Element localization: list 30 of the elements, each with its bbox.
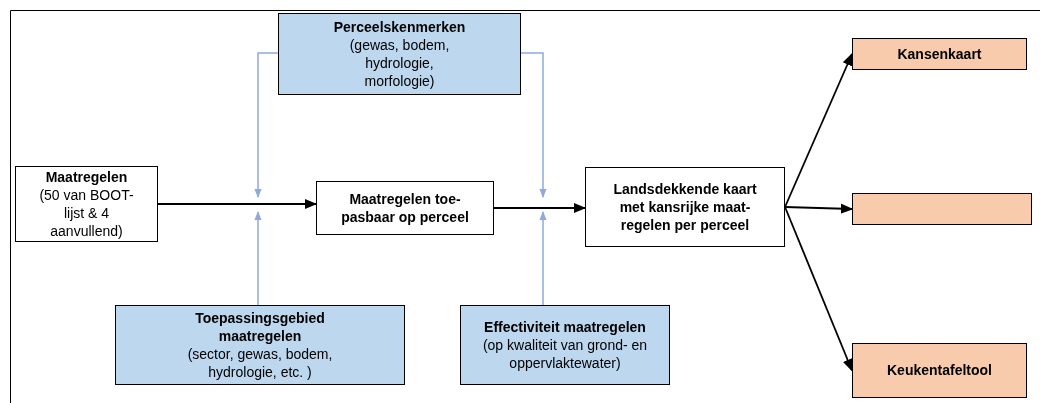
arrow <box>784 203 854 214</box>
box-description: (sector, gewas, bodem, hydrologie, etc. ) <box>186 345 334 382</box>
application-area-box <box>115 305 405 385</box>
box-heading: Maatregelen toe-pasbaar op perceel <box>340 189 470 227</box>
box-heading: Maatregelen <box>45 167 128 186</box>
box-heading: Landsdekkende kaart met kansrijke maat-regelen per perceel <box>612 179 758 235</box>
output-box <box>852 193 1032 225</box>
tool-box <box>852 343 1027 398</box>
measures-box <box>15 166 158 242</box>
box-description: (50 van BOOT-lijst & 4 aanvullend) <box>38 185 135 241</box>
arrow <box>254 52 279 198</box>
applicable-measures-box <box>316 181 494 235</box>
arrow <box>254 211 262 306</box>
parcel-characteristics-box <box>278 13 521 95</box>
opportunity-map-box <box>852 38 1027 70</box>
box-heading: Perceelskenmerken <box>333 17 466 36</box>
effectiveness-box <box>460 305 670 385</box>
arrow <box>784 52 853 208</box>
box-heading: Keukentafeltool <box>887 361 992 380</box>
arrow <box>157 198 318 210</box>
arrow <box>520 52 547 198</box>
arrow <box>784 206 853 372</box>
arrow <box>493 202 587 214</box>
national-map-box <box>585 167 785 247</box>
arrow <box>539 211 547 306</box>
box-heading: Effectiviteit maatregelen <box>484 317 646 336</box>
box-heading: Toepassingsgebied maatregelen <box>194 308 326 345</box>
box-description: (gewas, bodem, hydrologie, morfologie) <box>348 35 451 91</box>
box-description: (op kwaliteit van grond- en oppervlaktewater) <box>481 335 649 373</box>
box-heading: Kansenkaart <box>897 44 982 64</box>
